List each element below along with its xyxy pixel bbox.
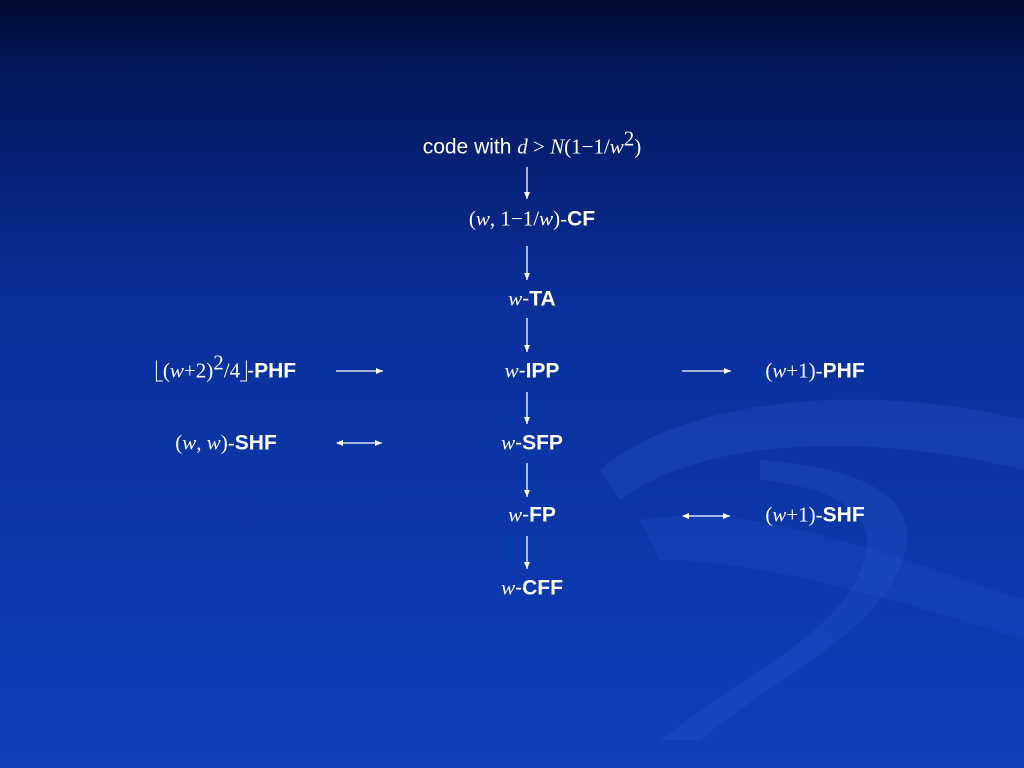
code-d: d [517,134,528,159]
node-phf-right: (w+1)-PHF [765,358,865,383]
node-cff: w-CFF [501,575,563,600]
node-ipp: w-IPP [504,358,560,383]
code-paren-close: ) [634,134,642,159]
shfr-plus: +1)- [786,502,823,527]
code-N: N [550,134,565,159]
cff-name: CFF [522,576,563,600]
node-code-with: code with d > N(1−1/w2) [422,128,642,159]
phfl-name: PHF [254,359,297,383]
phfl-sup: 2 [213,350,224,375]
fp-w: w [508,502,523,527]
ta-dash: - [522,287,530,311]
sfp-w: w [501,430,516,455]
shfl-w2: w [206,430,221,455]
shfl-close: )- [220,430,235,455]
fp-dash: - [522,503,530,527]
fp-name: FP [529,503,556,527]
phfl-open: ( [162,358,170,383]
cf-mid: , 1−1/ [489,206,540,231]
node-sfp: w-SFP [501,430,563,455]
ipp-dash: - [518,359,526,383]
node-shf-left: (w, w)-SHF [175,430,277,455]
cf-open: ( [468,206,476,231]
cf-w1: w [475,206,490,231]
shfl-w1: w [182,430,197,455]
floor-left-bracket [155,360,163,382]
code-w: w [609,134,624,159]
cff-w: w [501,575,516,600]
phfr-open: ( [765,358,773,383]
phfr-plus: +1)- [786,358,823,383]
code-gt: > [527,134,551,159]
node-fp: w-FP [508,502,556,527]
code-paren-open: (1−1/ [564,134,610,159]
floor-right-bracket [240,360,248,382]
code-sup: 2 [623,126,635,151]
cff-dash: - [515,576,523,600]
phfl-div: /4 [223,358,241,383]
shfr-name: SHF [822,503,865,527]
ta-name: TA [529,287,556,311]
shfl-mid: , [196,430,207,455]
shfr-w: w [772,502,787,527]
shfl-open: ( [175,430,183,455]
sfp-dash: - [515,431,523,455]
node-phf-left: (w+2)2/4-PHF [155,352,297,383]
sfp-name: SFP [522,431,563,455]
cf-w2: w [539,206,554,231]
node-ta: w-TA [508,286,556,311]
ipp-w: w [504,358,519,383]
phfr-w: w [772,358,787,383]
code-prefix: code with [422,135,518,159]
node-shf-right: (w+1)-SHF [765,502,865,527]
ipp-name: IPP [525,359,560,383]
node-cf: (w, 1−1/w)-CF [468,206,596,231]
phfl-w: w [169,358,184,383]
phfl-plus: +2) [183,358,214,383]
phfr-name: PHF [822,359,865,383]
shfr-open: ( [765,502,773,527]
cf-name: CF [567,207,596,231]
shfl-name: SHF [234,431,277,455]
cf-close: )- [553,206,568,231]
phfl-dash: - [247,359,255,383]
ta-w: w [508,286,523,311]
